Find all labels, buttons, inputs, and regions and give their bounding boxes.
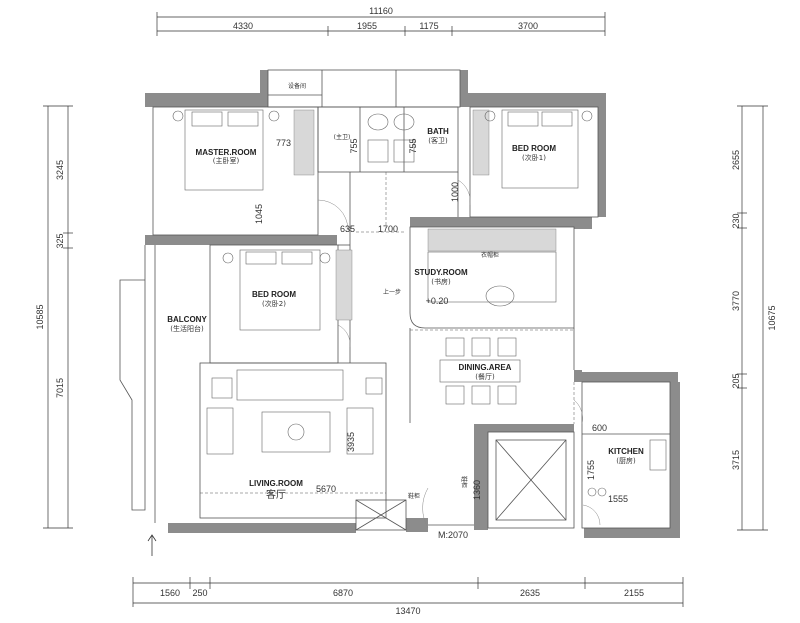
label-wardrobe: 衣帽柜 [481, 251, 499, 259]
label-study-room: STUDY.ROOM [414, 268, 468, 277]
dim-right-total: 10675 [767, 305, 777, 330]
dim-600: 600 [592, 423, 607, 433]
dim-1555: 1555 [608, 494, 628, 504]
dim-right-seg-4: 205 [731, 373, 741, 388]
dim-left-seg-2: 325 [55, 233, 65, 248]
dim-755-a: 755 [349, 138, 359, 153]
wardrobes [293, 109, 557, 321]
label-equipment-room: 设备间 [288, 82, 306, 90]
dim-3935: 3935 [346, 432, 356, 452]
label-level: +0.20 [426, 296, 449, 306]
label-balcony-zh: (生活阳台) [170, 324, 204, 333]
label-bedroom-2-zh: (次卧2) [262, 299, 286, 308]
label-master-room-zh: (主卧室) [213, 156, 240, 165]
dim-1755: 1755 [586, 460, 596, 480]
doors [317, 179, 601, 529]
label-bedroom-1: BED ROOM [512, 144, 556, 153]
dim-bottom-seg-4: 2635 [520, 588, 540, 598]
dim-right-seg-1: 2655 [731, 150, 741, 170]
right-dimension-chain [737, 105, 768, 531]
dim-bottom-total: 13470 [395, 606, 420, 616]
dim-right-seg-2: 230 [731, 213, 741, 228]
dim-1000: 1000 [450, 182, 460, 202]
dim-left-seg-1: 3245 [55, 160, 65, 180]
bottom-dimension-chain [132, 577, 684, 607]
label-dining-area-zh: (餐厅) [475, 372, 495, 381]
dim-door-2070: M:2070 [438, 530, 468, 540]
dim-top-seg-1: 4330 [233, 21, 253, 31]
dim-right-seg-5: 3715 [731, 450, 741, 470]
label-bath: BATH [427, 127, 449, 136]
label-step-up: 上一步 [383, 288, 401, 296]
label-study-room-zh: (书房) [431, 277, 451, 286]
label-bath-zh: (客卫) [428, 136, 448, 145]
label-master-bath-zh: (主卫) [334, 133, 351, 141]
label-balcony: BALCONY [167, 315, 207, 324]
dim-bottom-seg-3: 6870 [333, 588, 353, 598]
dim-bottom-seg-5: 2155 [624, 588, 644, 598]
dim-top-seg-3: 1175 [419, 21, 438, 31]
label-shoe-cabinet: 鞋柜 [408, 492, 420, 500]
dim-1700: 1700 [378, 224, 398, 234]
label-bedroom-1-zh: (次卧1) [522, 153, 546, 162]
dashed-lines [200, 172, 575, 494]
dim-left-total: 10585 [35, 304, 45, 329]
dim-top-seg-4: 3700 [518, 21, 538, 31]
dim-635: 635 [340, 224, 355, 234]
left-dimension-chain [43, 105, 73, 529]
label-bedroom-2: BED ROOM [252, 290, 296, 299]
dim-773: 773 [276, 138, 291, 148]
top-dimension-chain [156, 12, 606, 36]
furniture [172, 109, 667, 497]
dim-right-seg-3: 3770 [731, 291, 741, 311]
dim-5670: 5670 [316, 484, 336, 494]
dim-bottom-seg-1: 1560 [160, 588, 180, 598]
label-dining-area: DINING.AREA [459, 363, 512, 372]
dim-top-total: 11160 [369, 6, 393, 16]
dim-top-seg-2: 1955 [357, 21, 377, 31]
dim-1360: 1360 [472, 480, 482, 500]
outline [119, 69, 671, 531]
dim-left-seg-3: 7015 [55, 378, 65, 398]
walls [145, 70, 680, 538]
label-kitchen-zh: (厨房) [616, 456, 636, 465]
dim-755-b: 755 [408, 138, 418, 153]
label-kitchen: KITCHEN [608, 447, 644, 456]
dim-1045: 1045 [254, 204, 264, 224]
entrance-arrow-icon [147, 534, 157, 556]
label-shoe-cabinet-2: 鞋柜 [460, 476, 468, 488]
label-living-room: LIVING.ROOM [249, 479, 303, 488]
dim-bottom-seg-2: 250 [192, 588, 207, 598]
label-master-room: MASTER.ROOM [196, 148, 257, 157]
label-living-room-zh: 客厅 [266, 488, 286, 501]
